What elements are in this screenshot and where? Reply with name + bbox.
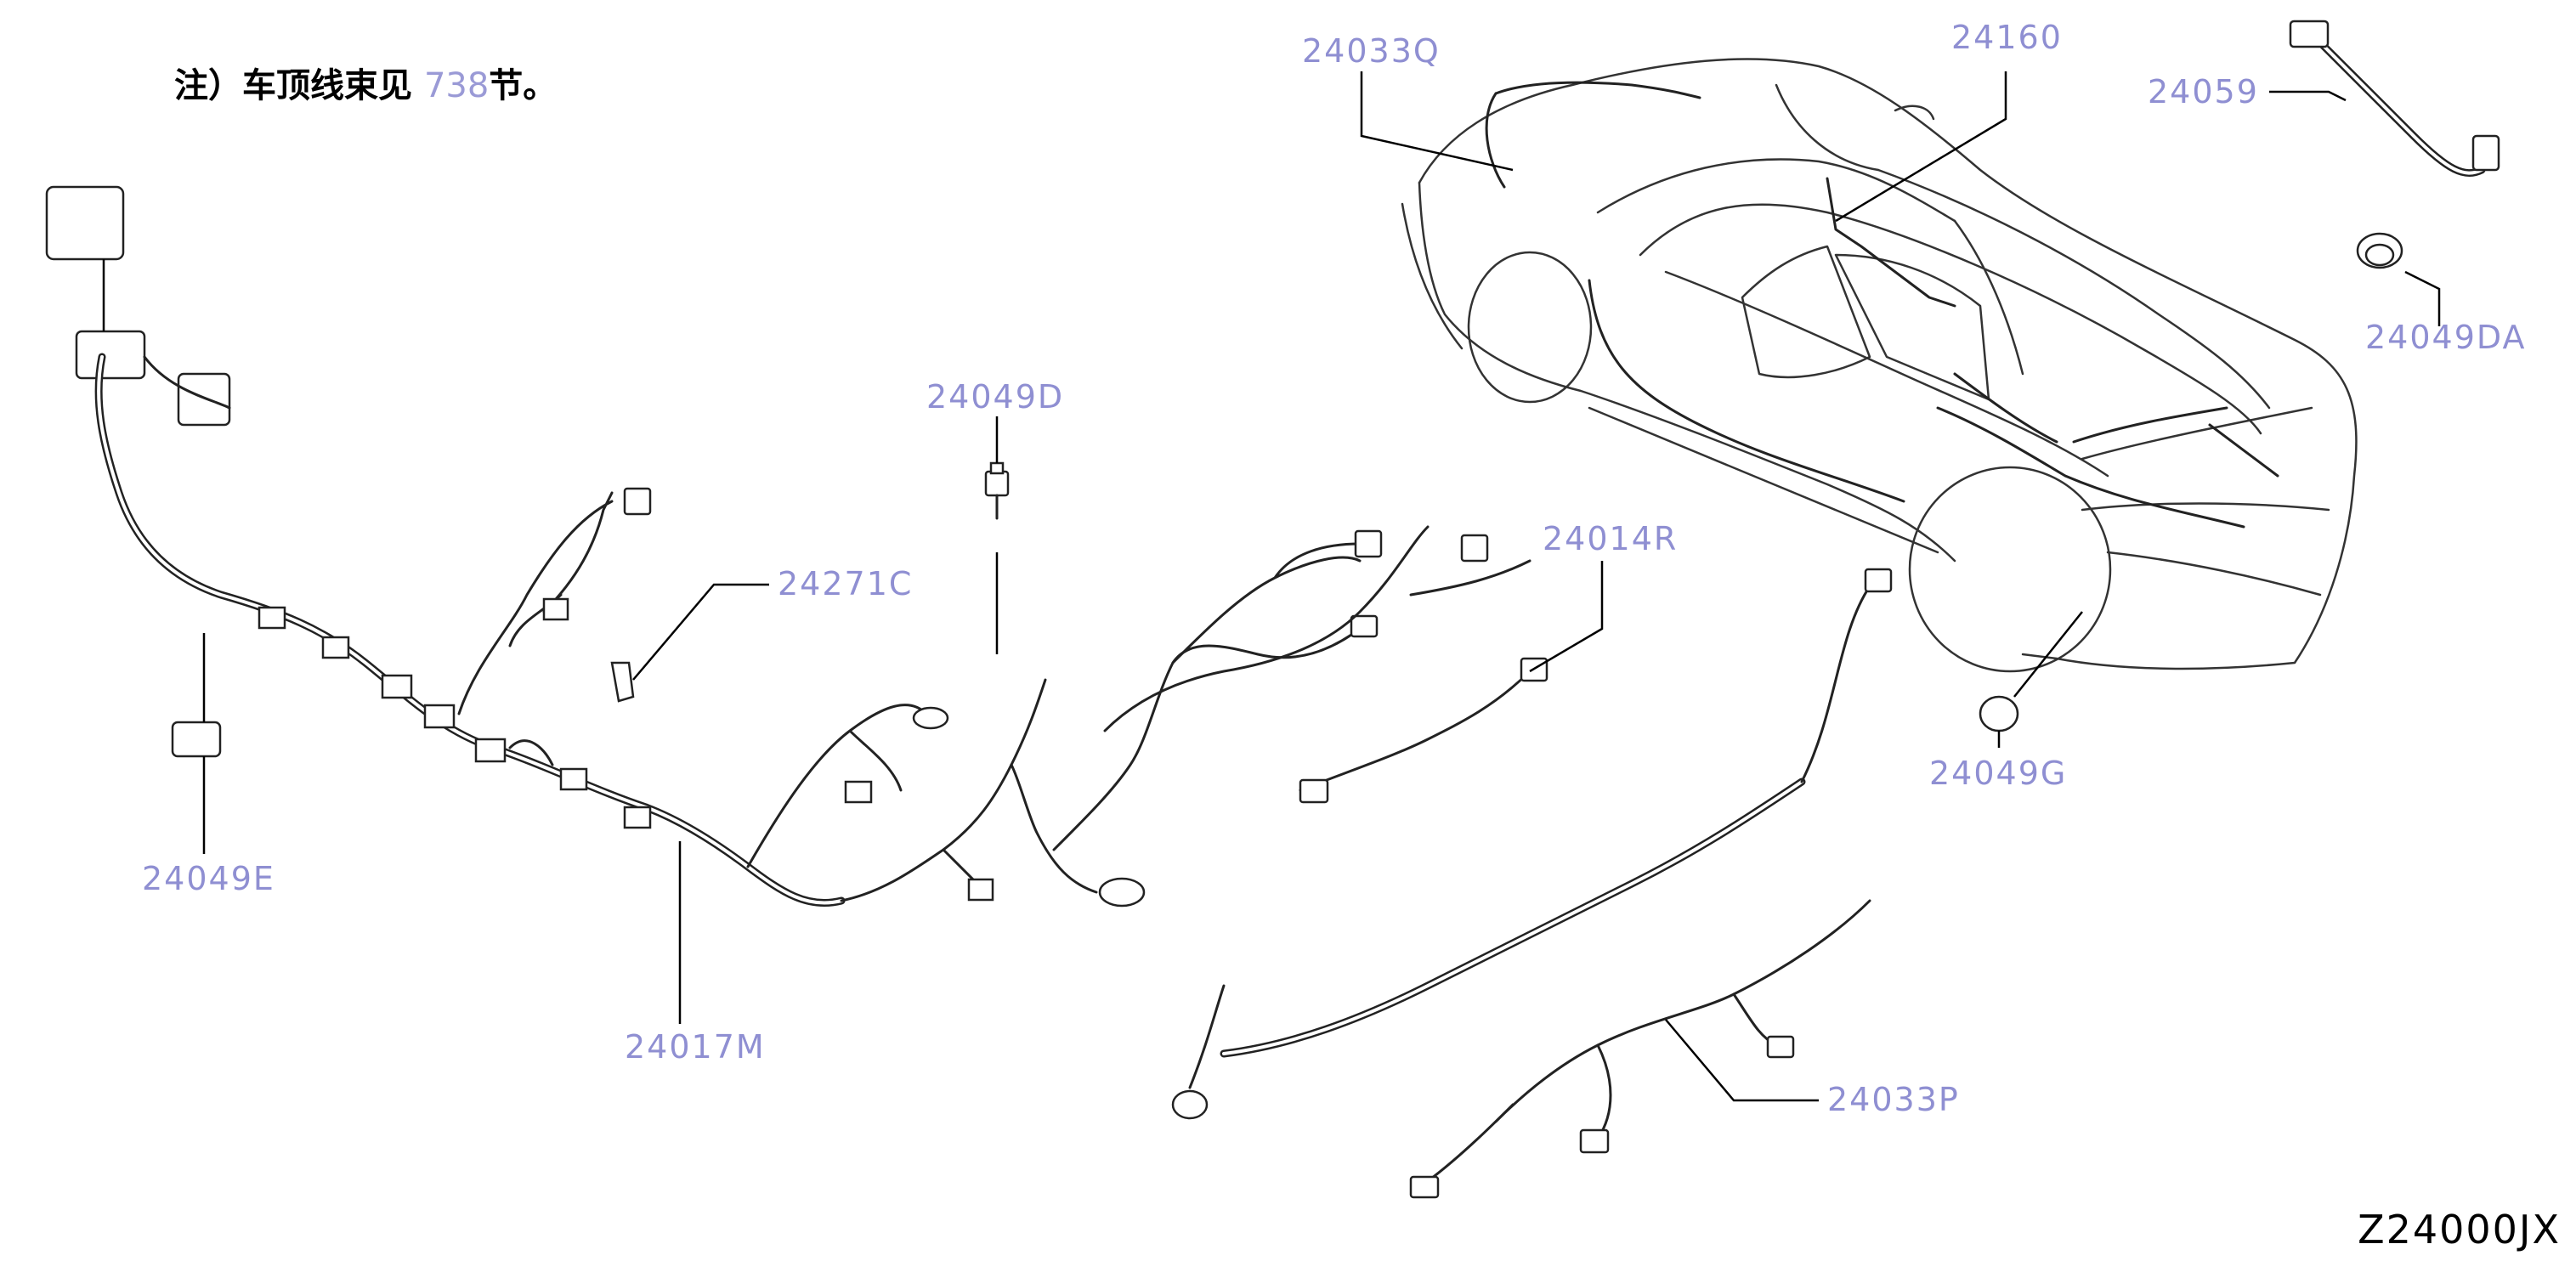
- harness-24014R[interactable]: [1052, 529, 1548, 851]
- grommet-24049DA[interactable]: [2356, 232, 2403, 269]
- note-suffix: 节。: [489, 66, 558, 105]
- grommet-24049G[interactable]: [1979, 695, 2019, 732]
- callout-24271C[interactable]: 24271C: [778, 565, 914, 602]
- callout-24017M[interactable]: 24017M: [625, 1028, 766, 1066]
- clip-24049E[interactable]: [171, 721, 222, 758]
- note-section-ref[interactable]: 738: [423, 66, 490, 105]
- car-trunk-harness: [1485, 81, 1701, 189]
- callout-24160[interactable]: 24160: [1951, 19, 2063, 56]
- harness-24017M[interactable]: [45, 185, 1146, 908]
- harness-24033P[interactable]: [1171, 568, 1893, 1199]
- callout-24049G[interactable]: 24049G: [1929, 755, 2068, 792]
- leader-lines: [102, 71, 2441, 1102]
- harness-24059[interactable]: [2289, 20, 2500, 178]
- car-body-outline: [1401, 58, 2358, 673]
- roof-harness-note: 注）车顶线束见 738节。: [174, 58, 557, 107]
- callout-24049E[interactable]: 24049E: [142, 860, 275, 897]
- note-prefix: 注）车顶线束见: [174, 66, 412, 105]
- roof-harness-on-car: [1826, 177, 1956, 308]
- callout-24033Q[interactable]: 24033Q: [1302, 32, 1441, 70]
- harness-center-branch: [1103, 525, 1531, 732]
- car-body-harness: [1588, 279, 2279, 529]
- callout-24014R[interactable]: 24014R: [1543, 520, 1679, 557]
- bracket-24271C[interactable]: [610, 661, 635, 703]
- callout-24059[interactable]: 24059: [2148, 73, 2259, 110]
- callout-24033P[interactable]: 24033P: [1827, 1081, 1960, 1118]
- clip-24049D[interactable]: [984, 461, 1010, 520]
- callout-24049D[interactable]: 24049D: [926, 378, 1065, 416]
- diagram-code: Z24000JX: [2358, 1207, 2561, 1253]
- callout-24049DA[interactable]: 24049DA: [2365, 319, 2527, 356]
